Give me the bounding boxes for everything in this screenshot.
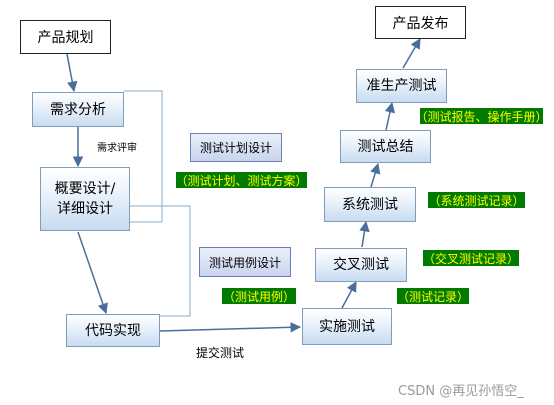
artifact-cross-test-record: （交叉测试记录） [423, 250, 519, 266]
artifact-test-record: （测试记录） [397, 288, 469, 304]
arrow-summary-to-preprod [384, 101, 396, 131]
node-design-label-line1: 概要设计/ [54, 181, 116, 197]
arrow-sys-to-summary [370, 162, 381, 188]
node-product-planning: 产品规划 [20, 20, 111, 54]
arrow-impl-to-cross [341, 281, 357, 309]
arrow-preprod-to-release [402, 38, 421, 69]
node-code-implementation-label: 代码实现 [85, 322, 141, 339]
node-product-release: 产品发布 [375, 6, 466, 39]
artifact-system-test-record: （系统测试记录） [428, 192, 525, 208]
node-preproduction-test-label: 准生产测试 [366, 78, 437, 94]
artifact-report-manual: （测试报告、操作手册） [416, 108, 548, 124]
artifact-test-record-label: （测试记录） [397, 289, 470, 304]
artifact-test-cases-label: （测试用例） [223, 289, 296, 304]
node-cross-test-label: 交叉测试 [333, 257, 389, 273]
arrow-code-to-impl [159, 322, 302, 333]
activity-test-case-design-label: 测试用例设计 [208, 255, 281, 270]
node-product-release-label: 产品发布 [392, 15, 449, 32]
node-design: 概要设计/ 详细设计 [40, 167, 130, 231]
arrow-design-to-code [77, 231, 108, 314]
activity-test-plan-design-label: 测试计划设计 [199, 141, 272, 155]
watermark: CSDN @再见孙悟空_ [398, 380, 524, 399]
artifact-test-cases: （测试用例） [222, 288, 296, 304]
node-requirements-analysis-label: 需求分析 [50, 101, 106, 118]
arrow-cross-to-sys [359, 220, 370, 248]
node-product-planning-label: 产品规划 [37, 30, 94, 46]
edge-label-requirements-review-text: 需求评审 [97, 143, 137, 154]
node-system-test-label: 系统测试 [342, 196, 398, 213]
node-code-implementation: 代码实现 [66, 314, 160, 347]
activity-test-case-design: 测试用例设计 [199, 247, 291, 277]
node-implementation-test: 实施测试 [302, 308, 392, 345]
node-design-label-line2: 详细设计 [57, 201, 113, 217]
artifact-test-plan-scheme: （测试计划、测试方案） [175, 172, 308, 188]
edge-label-submit-test: 提交测试 [196, 344, 244, 361]
arrow-plan-to-req [66, 53, 78, 93]
artifact-system-test-record-label: （系统测试记录） [428, 193, 525, 208]
node-system-test: 系统测试 [324, 187, 416, 222]
node-test-summary-label: 测试总结 [357, 138, 414, 155]
node-test-summary: 测试总结 [340, 130, 431, 163]
artifact-cross-test-record-label: （交叉测试记录） [423, 251, 520, 266]
node-requirements-analysis: 需求分析 [32, 92, 124, 127]
edge-label-requirements-review: 需求评审 [97, 139, 137, 154]
edge-label-submit-test-text: 提交测试 [196, 346, 245, 360]
artifact-test-plan-scheme-label: （测试计划、测试方案） [175, 173, 308, 188]
activity-test-plan-design: 测试计划设计 [190, 133, 282, 162]
node-preproduction-test: 准生产测试 [356, 69, 447, 103]
connector-design-bracket [130, 205, 191, 317]
node-implementation-test-label: 实施测试 [319, 318, 375, 335]
node-cross-test: 交叉测试 [315, 248, 407, 282]
connector-req-bracket [124, 90, 163, 223]
watermark-text: CSDN @再见孙悟空_ [398, 384, 524, 399]
artifact-report-manual-label: （测试报告、操作手册） [415, 109, 548, 124]
